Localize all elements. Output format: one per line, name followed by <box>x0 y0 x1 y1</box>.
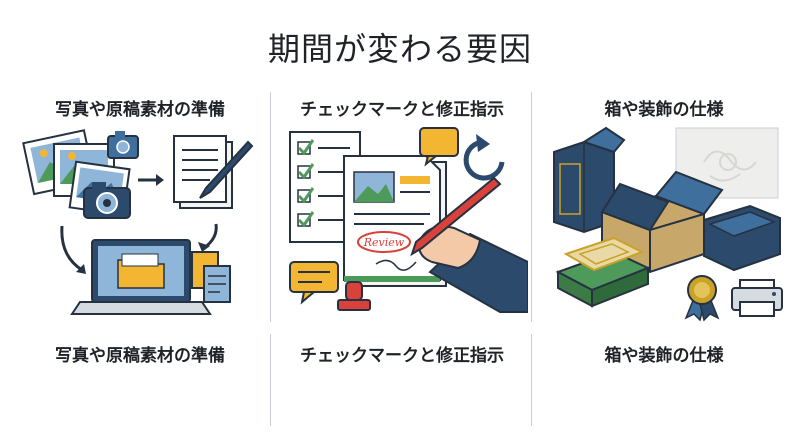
column-divider-lower-1 <box>270 334 271 426</box>
comment-bubble-icon <box>289 261 339 305</box>
review-illustration: Review <box>289 127 528 313</box>
tray-box-icon <box>703 204 781 272</box>
materials-illustration <box>22 129 254 315</box>
camera-top-icon <box>107 131 139 159</box>
review-stamp-text: Review <box>363 236 405 249</box>
curved-arrow-right-icon <box>203 223 218 250</box>
pen-icon <box>199 140 254 199</box>
column-caption-review: チェックマークと修正指示 <box>300 346 504 366</box>
column-heading-packaging: 箱や装飾の仕様 <box>604 100 724 120</box>
review-document-icon: Review <box>343 155 447 287</box>
column-divider-upper-1 <box>270 92 271 322</box>
card-deck-icon <box>555 236 651 308</box>
hand-with-pen-icon <box>410 176 528 313</box>
side-documents-icon <box>191 251 231 303</box>
column-divider-upper-2 <box>531 92 532 322</box>
stamp-icon <box>337 281 371 311</box>
column-caption-materials: 写真や原稿素材の準備 <box>55 346 225 366</box>
packaging-illustration <box>553 126 783 322</box>
refresh-icon <box>463 134 505 181</box>
curved-arrow-left-icon <box>60 225 83 272</box>
column-heading-materials: 写真や原稿素材の準備 <box>55 100 225 120</box>
printer-icon <box>731 279 783 317</box>
camera-icon <box>83 182 131 219</box>
column-heading-review: チェックマークと修正指示 <box>300 100 504 120</box>
page-title: 期間が変わる要因 <box>267 30 532 68</box>
medal-icon <box>684 275 720 322</box>
laptop-icon <box>70 239 212 315</box>
column-divider-lower-2 <box>531 334 532 426</box>
column-caption-packaging: 箱や装飾の仕様 <box>604 346 724 366</box>
speech-bubble-icon <box>419 127 459 167</box>
